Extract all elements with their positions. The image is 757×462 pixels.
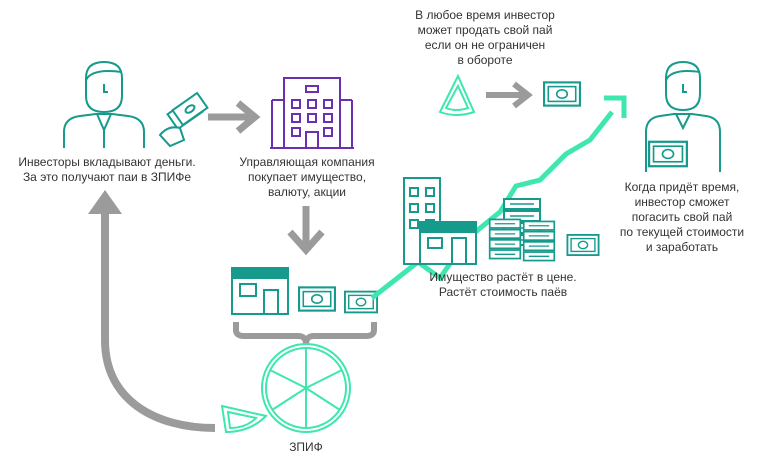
cash-stack-icon	[522, 220, 556, 262]
arrow-investors-to-company	[208, 100, 261, 134]
return-arrow	[101, 210, 216, 432]
label-management: Управляющая компания покупает имущество,…	[239, 155, 375, 199]
arrow-slice-to-cash	[486, 81, 533, 109]
pie-fund-icon	[261, 343, 351, 433]
banknote-icon	[543, 81, 581, 107]
banknote-icon	[298, 286, 336, 312]
banknote-icon	[566, 234, 600, 256]
store-icon	[231, 267, 289, 315]
arrow-company-to-assets	[287, 206, 325, 256]
office-building-icon	[270, 77, 354, 149]
assets-brace	[233, 322, 377, 345]
pie-slice-icon	[220, 404, 268, 434]
label-fund: ЗПИФ	[289, 440, 323, 454]
cash-in-hand-icon	[158, 91, 209, 148]
label-growth: Имущество растёт в цене. Растёт стоимост…	[429, 270, 577, 299]
label-when-time: Когда придёт время, инвестор сможет пога…	[619, 180, 745, 254]
return-arrow-head	[88, 190, 122, 214]
pie-slice-icon	[438, 73, 476, 116]
label-sell-anytime: В любое время инвестор может продать сво…	[415, 8, 555, 67]
label-investors: Инвесторы вкладывают деньги. За это полу…	[18, 155, 196, 184]
cash-stack-icon	[488, 218, 522, 260]
banknote-icon	[648, 140, 688, 168]
growth-arrow-head	[604, 95, 627, 118]
building-icon	[403, 177, 477, 265]
investor-person-icon	[63, 60, 145, 148]
investor-person-icon	[645, 60, 721, 172]
